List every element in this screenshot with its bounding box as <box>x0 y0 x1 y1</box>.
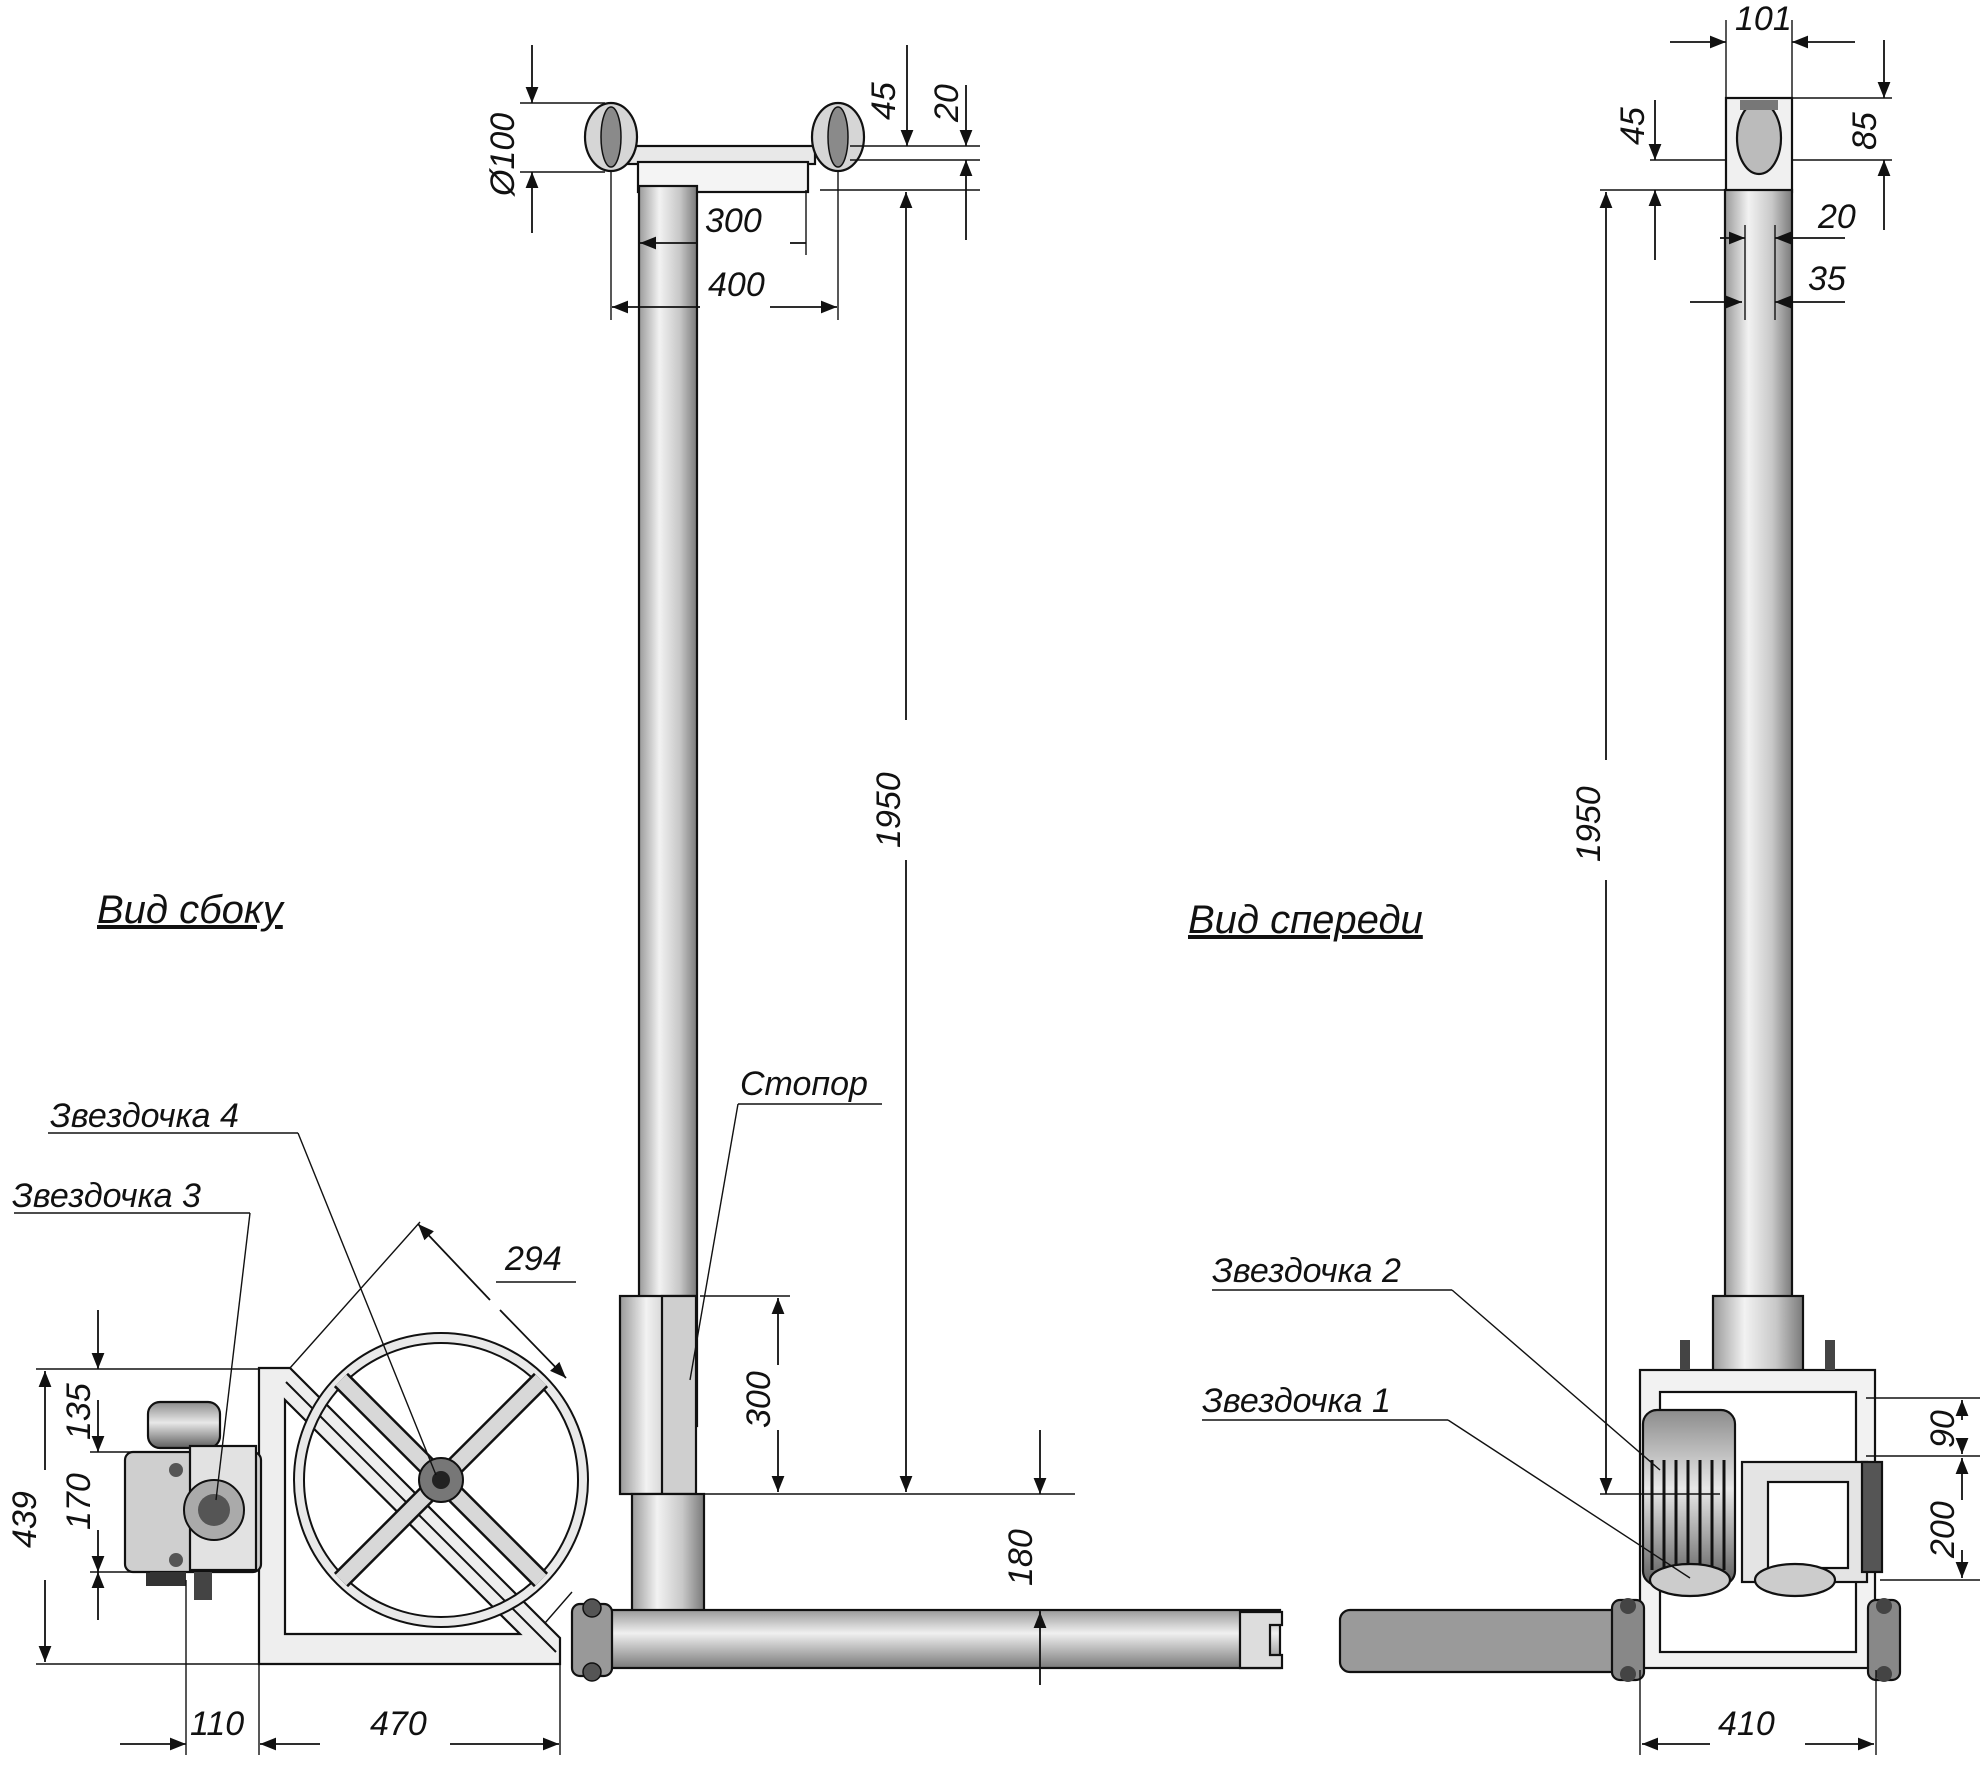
side-leg-end <box>1238 1610 1284 1670</box>
dim-side-294: 294 <box>504 1240 562 1278</box>
dim-side-300-top: 300 <box>705 202 762 240</box>
dim-front-410: 410 <box>1718 1705 1775 1743</box>
sprocket-2-hub <box>1753 1562 1837 1598</box>
side-drum <box>293 1332 589 1628</box>
front-clamp-left <box>1610 1598 1646 1682</box>
dim-front-200: 200 <box>1924 1501 1962 1559</box>
dim-side-180: 180 <box>1002 1529 1040 1586</box>
dim-side-45: 45 <box>865 82 903 120</box>
dim-wheel-diameter: Ø100 <box>484 113 522 197</box>
dim-front-35: 35 <box>1808 260 1846 298</box>
side-base-clamp <box>570 1598 614 1682</box>
dim-side-20: 20 <box>928 84 966 123</box>
front-view-title: Вид спереди <box>1188 898 1423 942</box>
dim-side-170: 170 <box>60 1473 98 1530</box>
front-leaders <box>1202 1289 1691 1579</box>
side-leaders <box>14 1103 882 1501</box>
dim-front-90: 90 <box>1924 1410 1962 1448</box>
front-gearbox <box>1740 1460 1884 1598</box>
side-view: Вид сбоку Звездочка 4 Звездочка 3 Стопор… <box>6 45 1284 1755</box>
front-mast <box>1723 188 1794 1302</box>
callout-sprocket-1: Звездочка 1 <box>1202 1382 1391 1420</box>
dim-side-400: 400 <box>708 266 765 304</box>
side-roller-left <box>583 101 639 173</box>
side-stopper-plate <box>660 1294 698 1496</box>
dim-front-101: 101 <box>1735 0 1792 38</box>
side-base-leg <box>588 1608 1282 1670</box>
front-dimension-lines <box>1599 20 1980 1755</box>
side-roller-right <box>810 101 866 173</box>
dim-front-20: 20 <box>1817 198 1856 236</box>
front-left-leg <box>1338 1608 1632 1674</box>
side-mast <box>637 184 699 1428</box>
front-clamp-right <box>1866 1598 1902 1682</box>
callout-stopper: Стопор <box>740 1065 868 1103</box>
side-dimension-lines <box>36 45 1075 1755</box>
dim-side-110: 110 <box>190 1705 244 1743</box>
front-motor <box>1641 1408 1737 1598</box>
front-view: Вид спереди Звездочка 2 Звездочка 1 101 … <box>1188 0 1980 1755</box>
side-view-title: Вид сбоку <box>97 888 286 932</box>
dim-side-470: 470 <box>370 1705 427 1743</box>
callout-sprocket-3: Звездочка 3 <box>12 1177 201 1215</box>
sprocket-1-hub <box>1648 1562 1732 1598</box>
dim-front-1950: 1950 <box>1570 786 1608 862</box>
dim-side-439: 439 <box>6 1491 44 1548</box>
side-motor <box>123 1400 263 1600</box>
dim-side-135: 135 <box>60 1383 98 1440</box>
dim-front-45: 45 <box>1614 107 1652 145</box>
callout-sprocket-4: Звездочка 4 <box>50 1097 239 1135</box>
callout-sprocket-2: Звездочка 2 <box>1212 1252 1401 1290</box>
dim-side-1950: 1950 <box>870 772 908 848</box>
dim-side-300-sleeve: 300 <box>740 1371 778 1428</box>
front-roller <box>1735 100 1783 176</box>
dim-front-85: 85 <box>1846 112 1884 150</box>
